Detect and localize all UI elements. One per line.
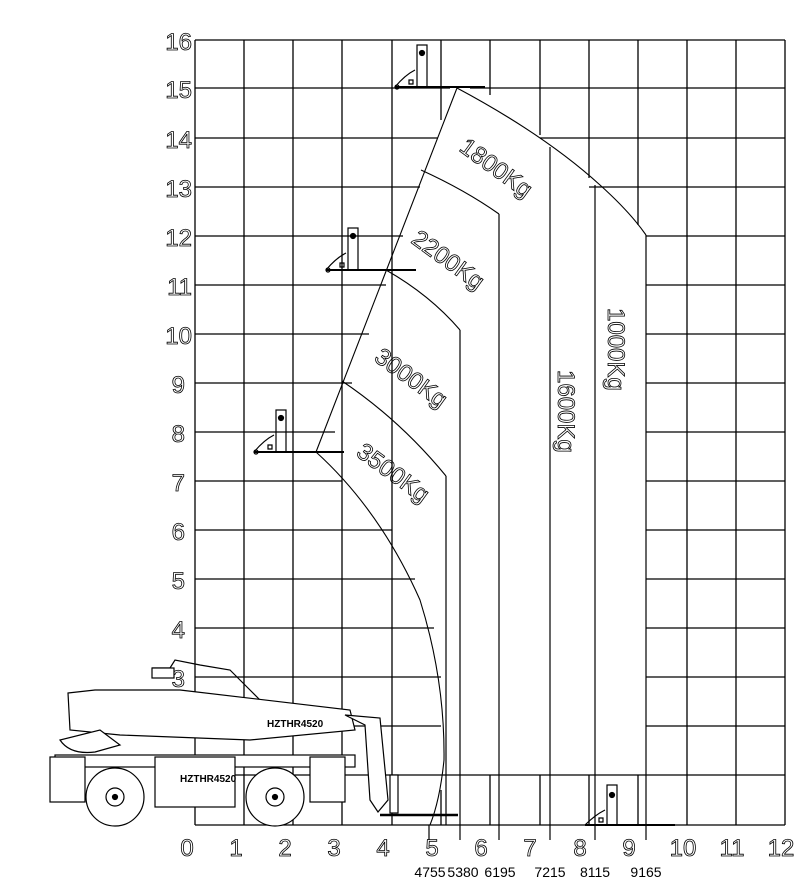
svg-text:7215: 7215 [534, 864, 565, 880]
svg-text:9165: 9165 [630, 864, 661, 880]
svg-text:3: 3 [327, 835, 340, 862]
svg-text:14: 14 [165, 127, 192, 154]
svg-text:6195: 6195 [484, 864, 515, 880]
svg-text:4755: 4755 [414, 864, 445, 880]
svg-text:16: 16 [165, 29, 192, 56]
svg-text:10: 10 [165, 323, 192, 350]
y-axis-labels: 16 15 14 13 12 11 10 9 8 7 6 5 4 3 2 1 [165, 29, 193, 792]
curve-2200kg [385, 269, 461, 331]
svg-text:7: 7 [172, 470, 185, 497]
reach-limit-lines [428, 147, 647, 840]
fork-icon-ground-far [584, 784, 675, 826]
svg-text:5: 5 [425, 835, 438, 862]
load-curves [315, 87, 647, 826]
svg-text:10: 10 [670, 835, 697, 862]
svg-text:5: 5 [172, 568, 185, 595]
machine-model-labels: HZTHR4520 HZTHR4520 [180, 719, 324, 785]
curve-3500kg [315, 451, 445, 826]
svg-text:6: 6 [172, 519, 185, 546]
svg-text:5380: 5380 [447, 864, 478, 880]
svg-text:4: 4 [172, 617, 185, 644]
svg-text:8: 8 [573, 835, 586, 862]
svg-text:9: 9 [622, 835, 635, 862]
svg-text:7: 7 [523, 835, 536, 862]
svg-text:8: 8 [172, 421, 185, 448]
svg-text:1: 1 [229, 835, 242, 862]
label-1600kg: 1600Kg [552, 370, 579, 453]
svg-text:4: 4 [376, 835, 389, 862]
fork-icon-11m [325, 227, 416, 273]
fork-icons [253, 44, 675, 826]
model-label-boom: HZTHR4520 [267, 719, 324, 730]
svg-text:13: 13 [165, 176, 192, 203]
svg-text:9: 9 [172, 372, 185, 399]
fork-icon-7.5m [253, 409, 344, 455]
load-labels: 1800Kg 2200Kg 3000Kg 3500Kg 1600Kg 1000K… [351, 133, 629, 509]
svg-text:12: 12 [165, 225, 192, 252]
curve-3000kg [341, 380, 447, 477]
svg-text:0: 0 [180, 835, 193, 862]
label-2200kg: 2200Kg [406, 225, 489, 295]
svg-text:2: 2 [278, 835, 291, 862]
svg-text:11: 11 [720, 835, 745, 862]
svg-text:15: 15 [165, 77, 192, 104]
svg-text:3: 3 [172, 666, 185, 693]
label-1000kg: 1000Kg [602, 308, 629, 391]
svg-text:8115: 8115 [580, 864, 610, 880]
svg-text:12: 12 [768, 835, 795, 862]
x-axis-labels: 0 1 2 3 4 5 6 7 8 9 10 11 12 [180, 835, 795, 863]
label-3000kg: 3000Kg [369, 343, 452, 413]
fork-icon-15m [394, 44, 485, 90]
reach-mark-labels: 4755 5380 6195 7215 8115 9165 [414, 864, 661, 880]
svg-text:11: 11 [167, 274, 192, 301]
svg-text:6: 6 [474, 835, 487, 862]
telehandler-machine [49, 659, 458, 827]
grid [194, 39, 786, 826]
model-label-chassis: HZTHR4520 [180, 774, 237, 785]
curve-1000kg [456, 87, 647, 236]
curve-1800kg [420, 169, 500, 215]
